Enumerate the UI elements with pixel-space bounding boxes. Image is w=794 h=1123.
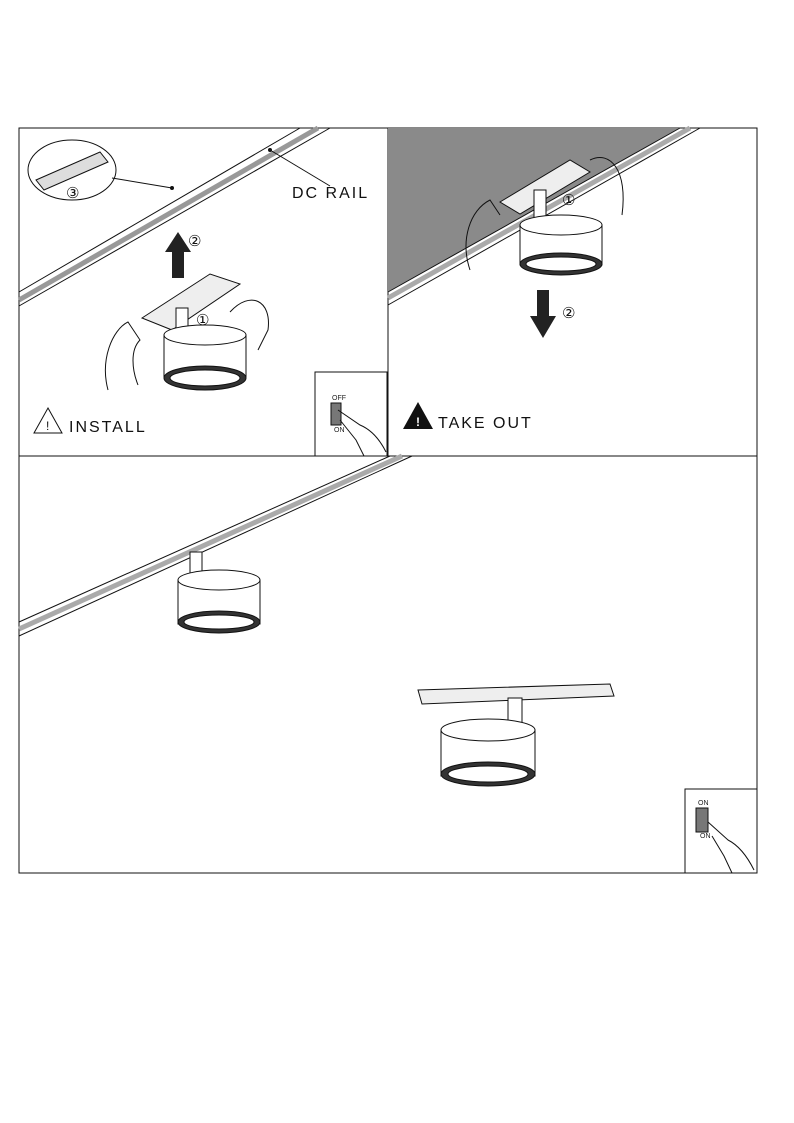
switch-bottom-label: ON bbox=[334, 427, 345, 434]
switch-off-inset: OFF ON bbox=[314, 371, 388, 457]
svg-text:!: ! bbox=[416, 415, 420, 429]
take-out-title: TAKE OUT bbox=[438, 415, 533, 432]
luminaire bbox=[519, 214, 603, 276]
install-title: INSTALL bbox=[69, 419, 147, 436]
dc-rail-label: DC RAIL bbox=[292, 185, 369, 202]
switch-top-label: OFF bbox=[332, 395, 346, 402]
step-1-marker: ① bbox=[196, 311, 209, 329]
step-2-marker: ② bbox=[188, 232, 201, 250]
luminaire bbox=[163, 324, 247, 391]
warning-filled-icon bbox=[403, 402, 433, 429]
hand-left-icon bbox=[104, 321, 141, 391]
installed-luminaire bbox=[177, 569, 261, 634]
hand-left-icon bbox=[465, 199, 501, 271]
switch-top-label: ON bbox=[698, 800, 709, 807]
install-panel: DC RAIL ③ ② ① ! INSTALL OFF ON bbox=[17, 125, 388, 457]
arrow-down-icon bbox=[530, 290, 556, 338]
step-3-marker: ③ bbox=[66, 184, 79, 202]
hand-right-icon bbox=[229, 299, 269, 351]
arrow-up-icon bbox=[165, 232, 191, 278]
result-panel: ON ON bbox=[17, 453, 758, 874]
finger-icon bbox=[707, 821, 755, 874]
take-out-panel: ① ② ! TAKE OUT bbox=[386, 125, 701, 432]
dc-rail bbox=[17, 125, 331, 307]
detached-luminaire bbox=[417, 683, 615, 787]
warning-outline-icon bbox=[33, 406, 63, 434]
step-1-marker: ① bbox=[562, 191, 575, 209]
step-2-marker: ② bbox=[562, 304, 575, 322]
switch-on-inset: ON ON bbox=[684, 788, 758, 874]
switch-bottom-label: ON bbox=[700, 833, 711, 840]
svg-text:!: ! bbox=[46, 419, 49, 433]
hand-right-icon bbox=[589, 157, 624, 216]
finger-icon bbox=[337, 409, 387, 457]
